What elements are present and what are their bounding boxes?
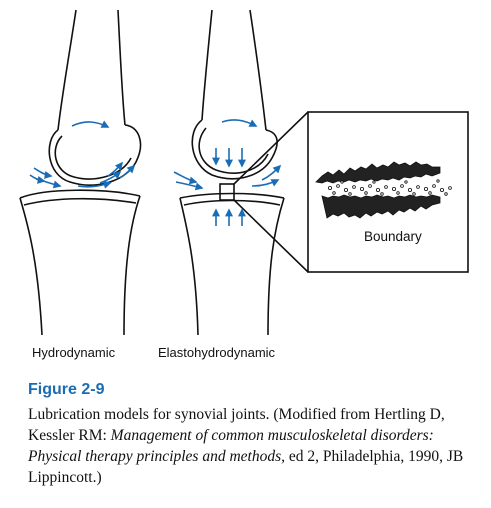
figure-caption: Lubrication models for synovial joints. … [28,404,484,488]
condyle-mid [191,119,278,180]
elastohydrodynamic-joint [179,9,309,336]
caption-part1: Lubrication models for synovial joints. … [28,406,445,444]
label-boundary: Boundary [364,229,422,244]
upper-bone-mid [201,9,213,121]
lubrication-diagram [19,9,469,336]
hydrodynamic-joint [19,9,142,336]
label-hydrodynamic: Hydrodynamic [32,345,116,360]
upper-bone-left [57,9,77,131]
caption-book-title: Management of common musculoskeletal dis… [28,427,434,465]
figure-title: Figure 2-9 [28,381,105,398]
lower-bone-left [19,189,141,199]
caption-part2: ed 2, Philadelphia, 1990, JB Lippincott.… [28,448,464,486]
elastohydrodynamic-flow-arrows [173,119,282,226]
contact-zone-box [219,183,235,201]
hydrodynamic-flow-arrows [29,120,136,189]
label-elastohydrodynamic: Elastohydrodynamic [158,345,276,360]
boundary-inset [307,111,469,273]
condyle-left [48,124,142,186]
lower-bone-mid [179,192,285,199]
